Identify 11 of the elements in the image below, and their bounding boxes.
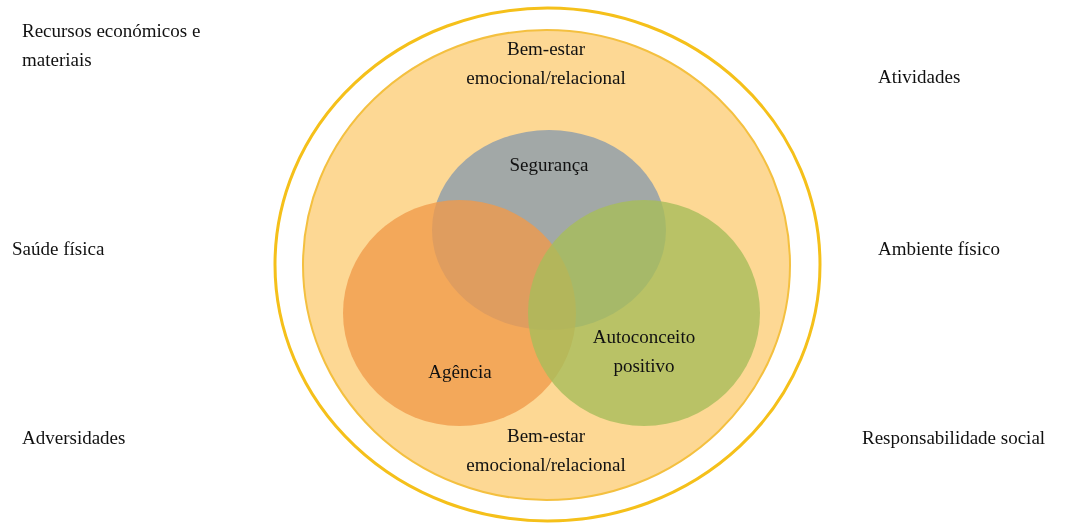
circle-label: Bem-estar emocional/relacional bbox=[465, 37, 627, 90]
factor-label: Adversidades bbox=[22, 426, 127, 450]
circle-label: Autoconceito positivo bbox=[591, 325, 697, 378]
factor-label: Ambiente físico bbox=[878, 237, 1001, 261]
factor-label: Saúde física bbox=[12, 237, 106, 261]
circle-label: Bem-estar emocional/relacional bbox=[465, 424, 627, 477]
factor-label: Responsabilidade social bbox=[862, 426, 1047, 450]
factor-label: Atividades bbox=[878, 65, 962, 89]
circle-label: Agência bbox=[427, 360, 493, 384]
factor-label: Recursos económicos e materiais bbox=[22, 19, 202, 72]
circle-label: Segurança bbox=[508, 153, 590, 177]
